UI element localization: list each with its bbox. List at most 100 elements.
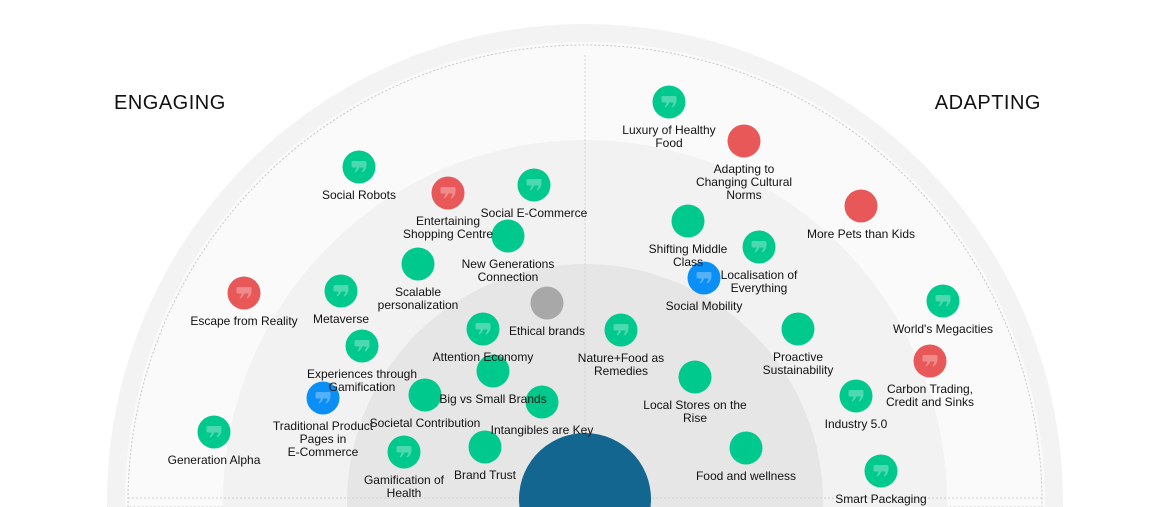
trend-marker[interactable]: [387, 435, 421, 469]
quote-icon: [351, 161, 367, 173]
trend-marker[interactable]: [408, 378, 442, 412]
trend-marker[interactable]: [844, 189, 878, 223]
trend-item[interactable]: [345, 329, 379, 363]
trend-marker[interactable]: [324, 274, 358, 308]
trend-item[interactable]: [530, 286, 564, 320]
trend-label: More Pets than Kids: [807, 227, 915, 241]
trend-item[interactable]: [839, 379, 873, 413]
trend-item[interactable]: [324, 274, 358, 308]
trend-label-line: Food and wellness: [696, 469, 796, 483]
trend-marker[interactable]: [345, 329, 379, 363]
trend-item[interactable]: [844, 189, 878, 223]
trend-marker[interactable]: [604, 313, 638, 347]
trend-label: Brand Trust: [454, 468, 517, 482]
trend-label: Intangibles are Key: [491, 423, 594, 437]
trend-label-line: World's Megacities: [893, 322, 993, 336]
trend-label: Metaverse: [313, 312, 369, 326]
trend-item[interactable]: [525, 385, 559, 419]
trend-marker[interactable]: [742, 230, 776, 264]
trend-item[interactable]: [306, 381, 340, 415]
trend-item[interactable]: [652, 85, 686, 119]
trend-marker[interactable]: [491, 219, 525, 253]
trend-item[interactable]: [476, 354, 510, 388]
trend-marker[interactable]: [727, 124, 761, 158]
radar-core: [519, 433, 652, 507]
trend-marker[interactable]: [781, 312, 815, 346]
trend-marker[interactable]: [468, 430, 502, 464]
trend-marker[interactable]: [913, 344, 947, 378]
trend-item[interactable]: [913, 344, 947, 378]
trend-label-line: Proactive: [773, 350, 823, 364]
trend-item[interactable]: [431, 176, 465, 210]
trend-label: Smart Packaging: [835, 492, 926, 506]
trend-label-line: Generation Alpha: [168, 453, 261, 467]
trend-marker[interactable]: [197, 415, 231, 449]
trend-item[interactable]: [864, 454, 898, 488]
trend-item[interactable]: [678, 360, 712, 394]
trend-item[interactable]: [342, 150, 376, 184]
trend-marker[interactable]: [466, 312, 500, 346]
quadrant-title-engaging: ENGAGING: [114, 92, 226, 114]
trend-item[interactable]: [727, 124, 761, 158]
trend-marker[interactable]: [517, 168, 551, 202]
trend-marker[interactable]: [687, 261, 721, 295]
trend-label: Attention Economy: [433, 350, 534, 364]
quote-icon: [440, 187, 456, 199]
trend-item[interactable]: [517, 168, 551, 202]
trend-label-line: Social E-Commerce: [481, 206, 588, 220]
trend-item[interactable]: [491, 219, 525, 253]
trend-marker[interactable]: [652, 85, 686, 119]
trend-label-line: Shopping Centre: [403, 227, 493, 241]
trend-marker[interactable]: [525, 385, 559, 419]
trend-marker[interactable]: [926, 284, 960, 318]
trend-item[interactable]: [468, 430, 502, 464]
quote-icon: [751, 241, 767, 253]
trend-marker[interactable]: [671, 204, 705, 238]
trend-marker[interactable]: [678, 360, 712, 394]
trend-markers: [197, 85, 960, 488]
trend-item[interactable]: [926, 284, 960, 318]
trend-marker[interactable]: [227, 276, 261, 310]
trend-item[interactable]: [408, 378, 442, 412]
trend-marker[interactable]: [342, 150, 376, 184]
trend-marker[interactable]: [864, 454, 898, 488]
trend-marker[interactable]: [306, 381, 340, 415]
trend-label-line: Food: [655, 136, 682, 150]
trend-item[interactable]: [671, 204, 705, 238]
trend-label-line: Nature+Food as: [578, 351, 664, 365]
trend-label-line: Luxury of Healthy: [622, 123, 715, 137]
trend-label-line: Connection: [478, 270, 539, 284]
trend-marker[interactable]: [401, 247, 435, 281]
quote-icon: [873, 465, 889, 477]
quote-icon: [315, 392, 331, 404]
trend-marker[interactable]: [530, 286, 564, 320]
trend-label: Social Mobility: [666, 299, 743, 313]
trend-label-line: Scalable: [395, 285, 441, 299]
trend-marker[interactable]: [839, 379, 873, 413]
trend-label-line: Local Stores on the: [643, 398, 747, 412]
quadrant-title-adapting: ADAPTING: [934, 92, 1041, 114]
trend-marker[interactable]: [729, 431, 763, 465]
trend-marker[interactable]: [431, 176, 465, 210]
trend-label: Social Robots: [322, 188, 396, 202]
trend-item[interactable]: [466, 312, 500, 346]
trend-marker[interactable]: [476, 354, 510, 388]
trend-item[interactable]: [197, 415, 231, 449]
trend-label-line: Class: [673, 255, 703, 269]
trend-item[interactable]: [729, 431, 763, 465]
trend-label-line: Ethical brands: [509, 324, 585, 338]
trend-item[interactable]: [781, 312, 815, 346]
trend-item[interactable]: [401, 247, 435, 281]
trend-item[interactable]: [687, 261, 721, 295]
trend-item[interactable]: [604, 313, 638, 347]
quote-icon: [475, 323, 491, 335]
trend-item[interactable]: [387, 435, 421, 469]
trend-item[interactable]: [227, 276, 261, 310]
trend-item[interactable]: [742, 230, 776, 264]
